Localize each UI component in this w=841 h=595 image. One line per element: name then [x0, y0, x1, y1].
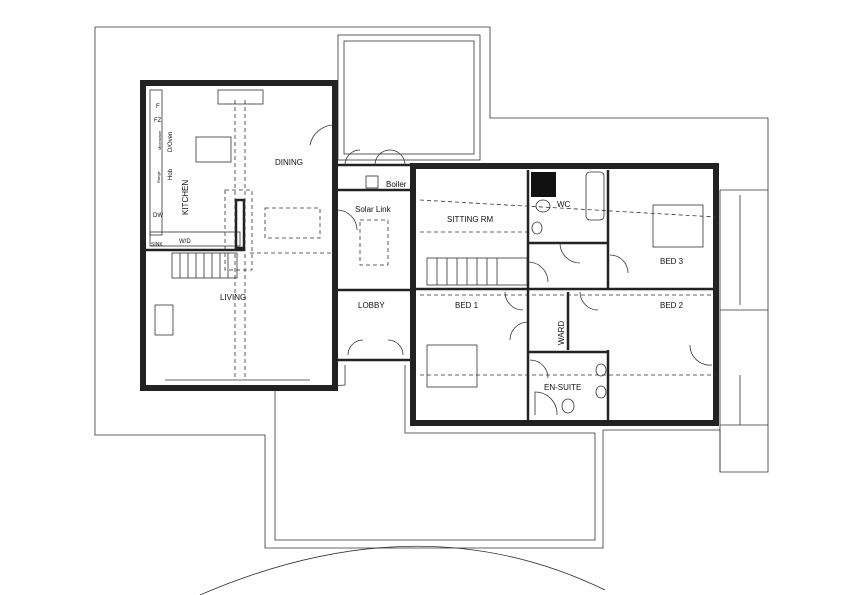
door-bed3[interactable] [609, 254, 629, 274]
basin-wc [531, 221, 543, 235]
dining-table [264, 207, 321, 239]
label-kitchen: KITCHEN [181, 180, 190, 215]
label-hob: Hob [168, 168, 174, 180]
label-washer-dryer: W/D [179, 239, 191, 245]
label-range: Range [156, 170, 161, 183]
door-ward[interactable] [579, 291, 599, 311]
kitchen-counter [149, 89, 163, 236]
label-ensuite: EN-SUITE [544, 383, 581, 392]
fireplace [154, 304, 174, 336]
label-lobby: LOBBY [358, 301, 385, 310]
label-solar-link: Solar Link [355, 205, 392, 214]
kitchen-island [195, 136, 232, 163]
door-lobby-front[interactable] [347, 339, 404, 356]
doors-garden-room[interactable] [344, 149, 406, 166]
door-sitting[interactable] [527, 261, 549, 283]
terrace-right [603, 429, 721, 472]
door-bed1[interactable] [504, 291, 524, 311]
label-dining: DINING [275, 158, 303, 167]
label-bed3: BED 3 [660, 257, 684, 266]
door-ensuite[interactable] [529, 359, 549, 379]
stairs-living [171, 252, 238, 279]
beam-line [419, 199, 717, 218]
boiler-unit [365, 175, 379, 189]
label-sink: SINK [151, 242, 163, 248]
label-microwave: Microwave [157, 130, 162, 150]
door-bed1-ensuite[interactable] [509, 321, 529, 341]
wall-right-block [410, 163, 719, 426]
door-dining[interactable] [309, 124, 334, 146]
label-bed1: BED 1 [455, 301, 479, 310]
shower-tray [531, 172, 556, 197]
door-wc[interactable] [559, 242, 581, 264]
label-living: LIVING [220, 293, 246, 302]
door-bed2[interactable] [689, 344, 713, 366]
door-solar-link[interactable] [336, 209, 358, 231]
site-boundary-left [94, 27, 604, 549]
stairs-sitting [426, 257, 528, 286]
site-boundary [95, 26, 769, 473]
label-fridge: F [156, 104, 160, 110]
kitchen-counter-bottom [149, 231, 241, 247]
label-wc: WC [557, 200, 571, 209]
label-sitting-room: SITTING RM [447, 215, 494, 224]
label-freezer: FZ [154, 118, 162, 124]
toilet-ensuite [561, 398, 575, 414]
shower-ensuite [534, 391, 558, 416]
kitchen-window-seat [217, 89, 264, 105]
rooflight [359, 219, 389, 266]
label-dishwasher: DW [153, 213, 163, 219]
garden-room [337, 34, 481, 161]
wall-left-block [140, 80, 338, 391]
basin-ensuite-2 [595, 385, 607, 399]
label-oven: D/Oven [168, 132, 174, 152]
toilet-wc [535, 199, 551, 213]
garden-room-inner [343, 40, 475, 155]
label-ward: WARD [557, 321, 566, 345]
basin-ensuite [595, 363, 607, 377]
bath [585, 171, 605, 221]
bed-3 [652, 204, 704, 248]
chimney [234, 198, 246, 250]
path-curve [199, 545, 606, 595]
bed-1 [426, 344, 478, 388]
label-boiler: Boiler [386, 180, 407, 189]
label-bed2: BED 2 [660, 301, 684, 310]
chimney-outline [224, 189, 253, 271]
